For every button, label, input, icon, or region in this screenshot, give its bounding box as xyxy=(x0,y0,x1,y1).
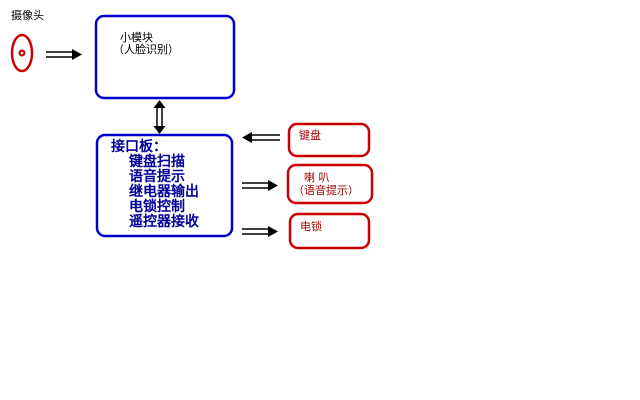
interface-board-item-relay-output: 继电器输出 xyxy=(129,184,199,200)
interface-board-item-remote-receive: 遥控器接收 xyxy=(129,214,199,230)
keyboard-box xyxy=(287,122,371,158)
camera-shape xyxy=(10,33,34,73)
camera-outer-ring xyxy=(10,33,34,73)
arrow-keyboard-to-board xyxy=(242,132,280,143)
module-label-line1: 小模块 xyxy=(120,31,153,44)
arrow-board-to-speaker xyxy=(242,180,278,191)
interface-board-item-voice-prompt: 语音提示 xyxy=(129,169,185,185)
lock-label: 电锁 xyxy=(300,220,322,233)
arrow-module-board-bidirectional xyxy=(153,100,166,134)
speaker-box xyxy=(286,163,374,205)
arrow-board-to-lock xyxy=(242,226,278,237)
camera-label: 摄像头 xyxy=(11,9,44,22)
interface-board-item-lock-control: 电锁控制 xyxy=(129,199,185,215)
keyboard-label: 键盘 xyxy=(299,129,321,142)
interface-board-item-keyboard-scan: 键盘扫描 xyxy=(129,154,185,170)
arrow-camera-to-module xyxy=(46,49,82,60)
interface-board-title: 接口板： xyxy=(111,139,167,155)
interface-board-box xyxy=(95,133,234,238)
speaker-label-line2: （语音提示） xyxy=(293,184,359,197)
module-box xyxy=(94,14,236,100)
lock-box xyxy=(288,212,371,250)
speaker-label-line1: 喇 叭 xyxy=(304,171,330,184)
module-label-line2: （人脸识别） xyxy=(113,43,179,56)
camera-lens-highlight xyxy=(20,51,24,55)
